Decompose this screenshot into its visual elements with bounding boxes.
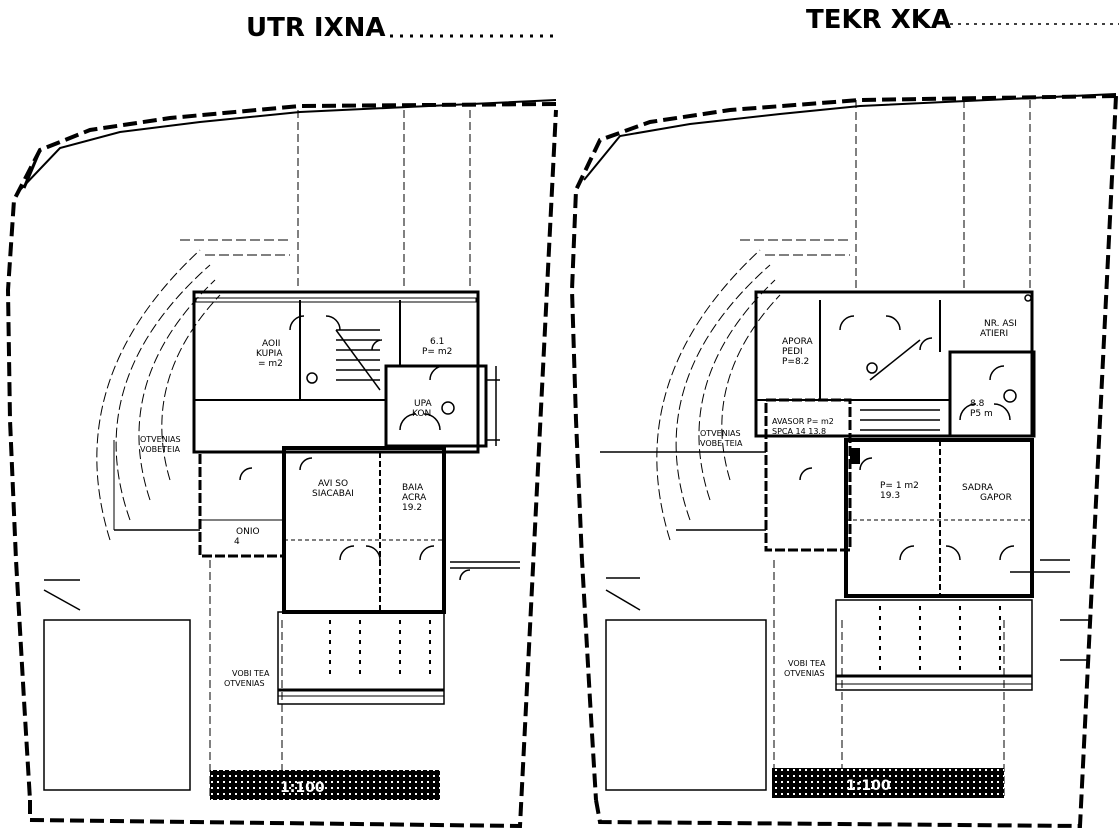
left-floor-plan: UTR IXNA [5,13,560,829]
area-label: VOBE TEIA [700,439,743,448]
room-label: 19.3 [880,491,900,501]
scale-label: 1:100 [846,778,891,794]
room-label: GAPOR [980,493,1012,503]
room-label: NR. ASI [984,319,1017,329]
room-label: PEDI [782,347,803,357]
room-label: AVASOR P= m2 [772,417,834,426]
room-label: BAIA [402,483,424,493]
left-scale-bar: 1:100 [210,770,440,800]
room-label: P= m2 [422,347,452,357]
area-label: OTVENIAS [140,435,181,444]
room-label: UPA [414,399,432,409]
area-label: VOBETEIA [140,445,180,454]
room-label: P= 1 m2 [880,481,919,491]
room-label: P5 m [970,409,993,419]
area-label: OTVENIAS [784,669,825,678]
right-floor-plan: TEKR XKA [569,5,1119,829]
right-plan-title: TEKR XKA [806,5,951,35]
room-label: = m2 [258,359,283,369]
room-label: ACRA [402,493,427,503]
room-label: AOII [262,339,280,349]
room-label: 19.2 [402,503,422,513]
room-label: P=8.2 [782,357,809,367]
room-label: 8.8 [970,399,985,409]
area-label: VOBI TEA [232,669,270,678]
right-room-labels: APORA PEDI P=8.2 NR. ASI ATIERI AVASOR P… [700,319,1017,678]
room-label: KUPIA [256,349,283,359]
scale-label: 1:100 [280,780,325,796]
room-label: ONIO [236,527,260,537]
left-lot-boundary [5,99,558,829]
room-label: KON [412,409,431,419]
room-label: AVI SO [318,479,348,489]
room-label: SADRA [962,483,994,493]
room-label: SPCA 14 13.8 [772,427,826,436]
area-label: OTVENIAS [224,679,265,688]
right-scale-bar: 1:100 [772,768,1004,798]
left-plan-title: UTR IXNA [246,13,386,43]
room-label: 4 [234,537,240,547]
room-label: APORA [782,337,814,347]
area-label: VOBI TEA [788,659,826,668]
right-lot-boundary [569,93,1118,829]
room-label: SIACABAI [312,489,354,499]
area-label: OTVENIAS [700,429,741,438]
room-label: ATIERI [980,329,1008,339]
room-label: 6.1 [430,337,444,347]
left-room-labels: AOII KUPIA = m2 6.1 P= m2 UPA KON AVI SO… [140,337,452,688]
